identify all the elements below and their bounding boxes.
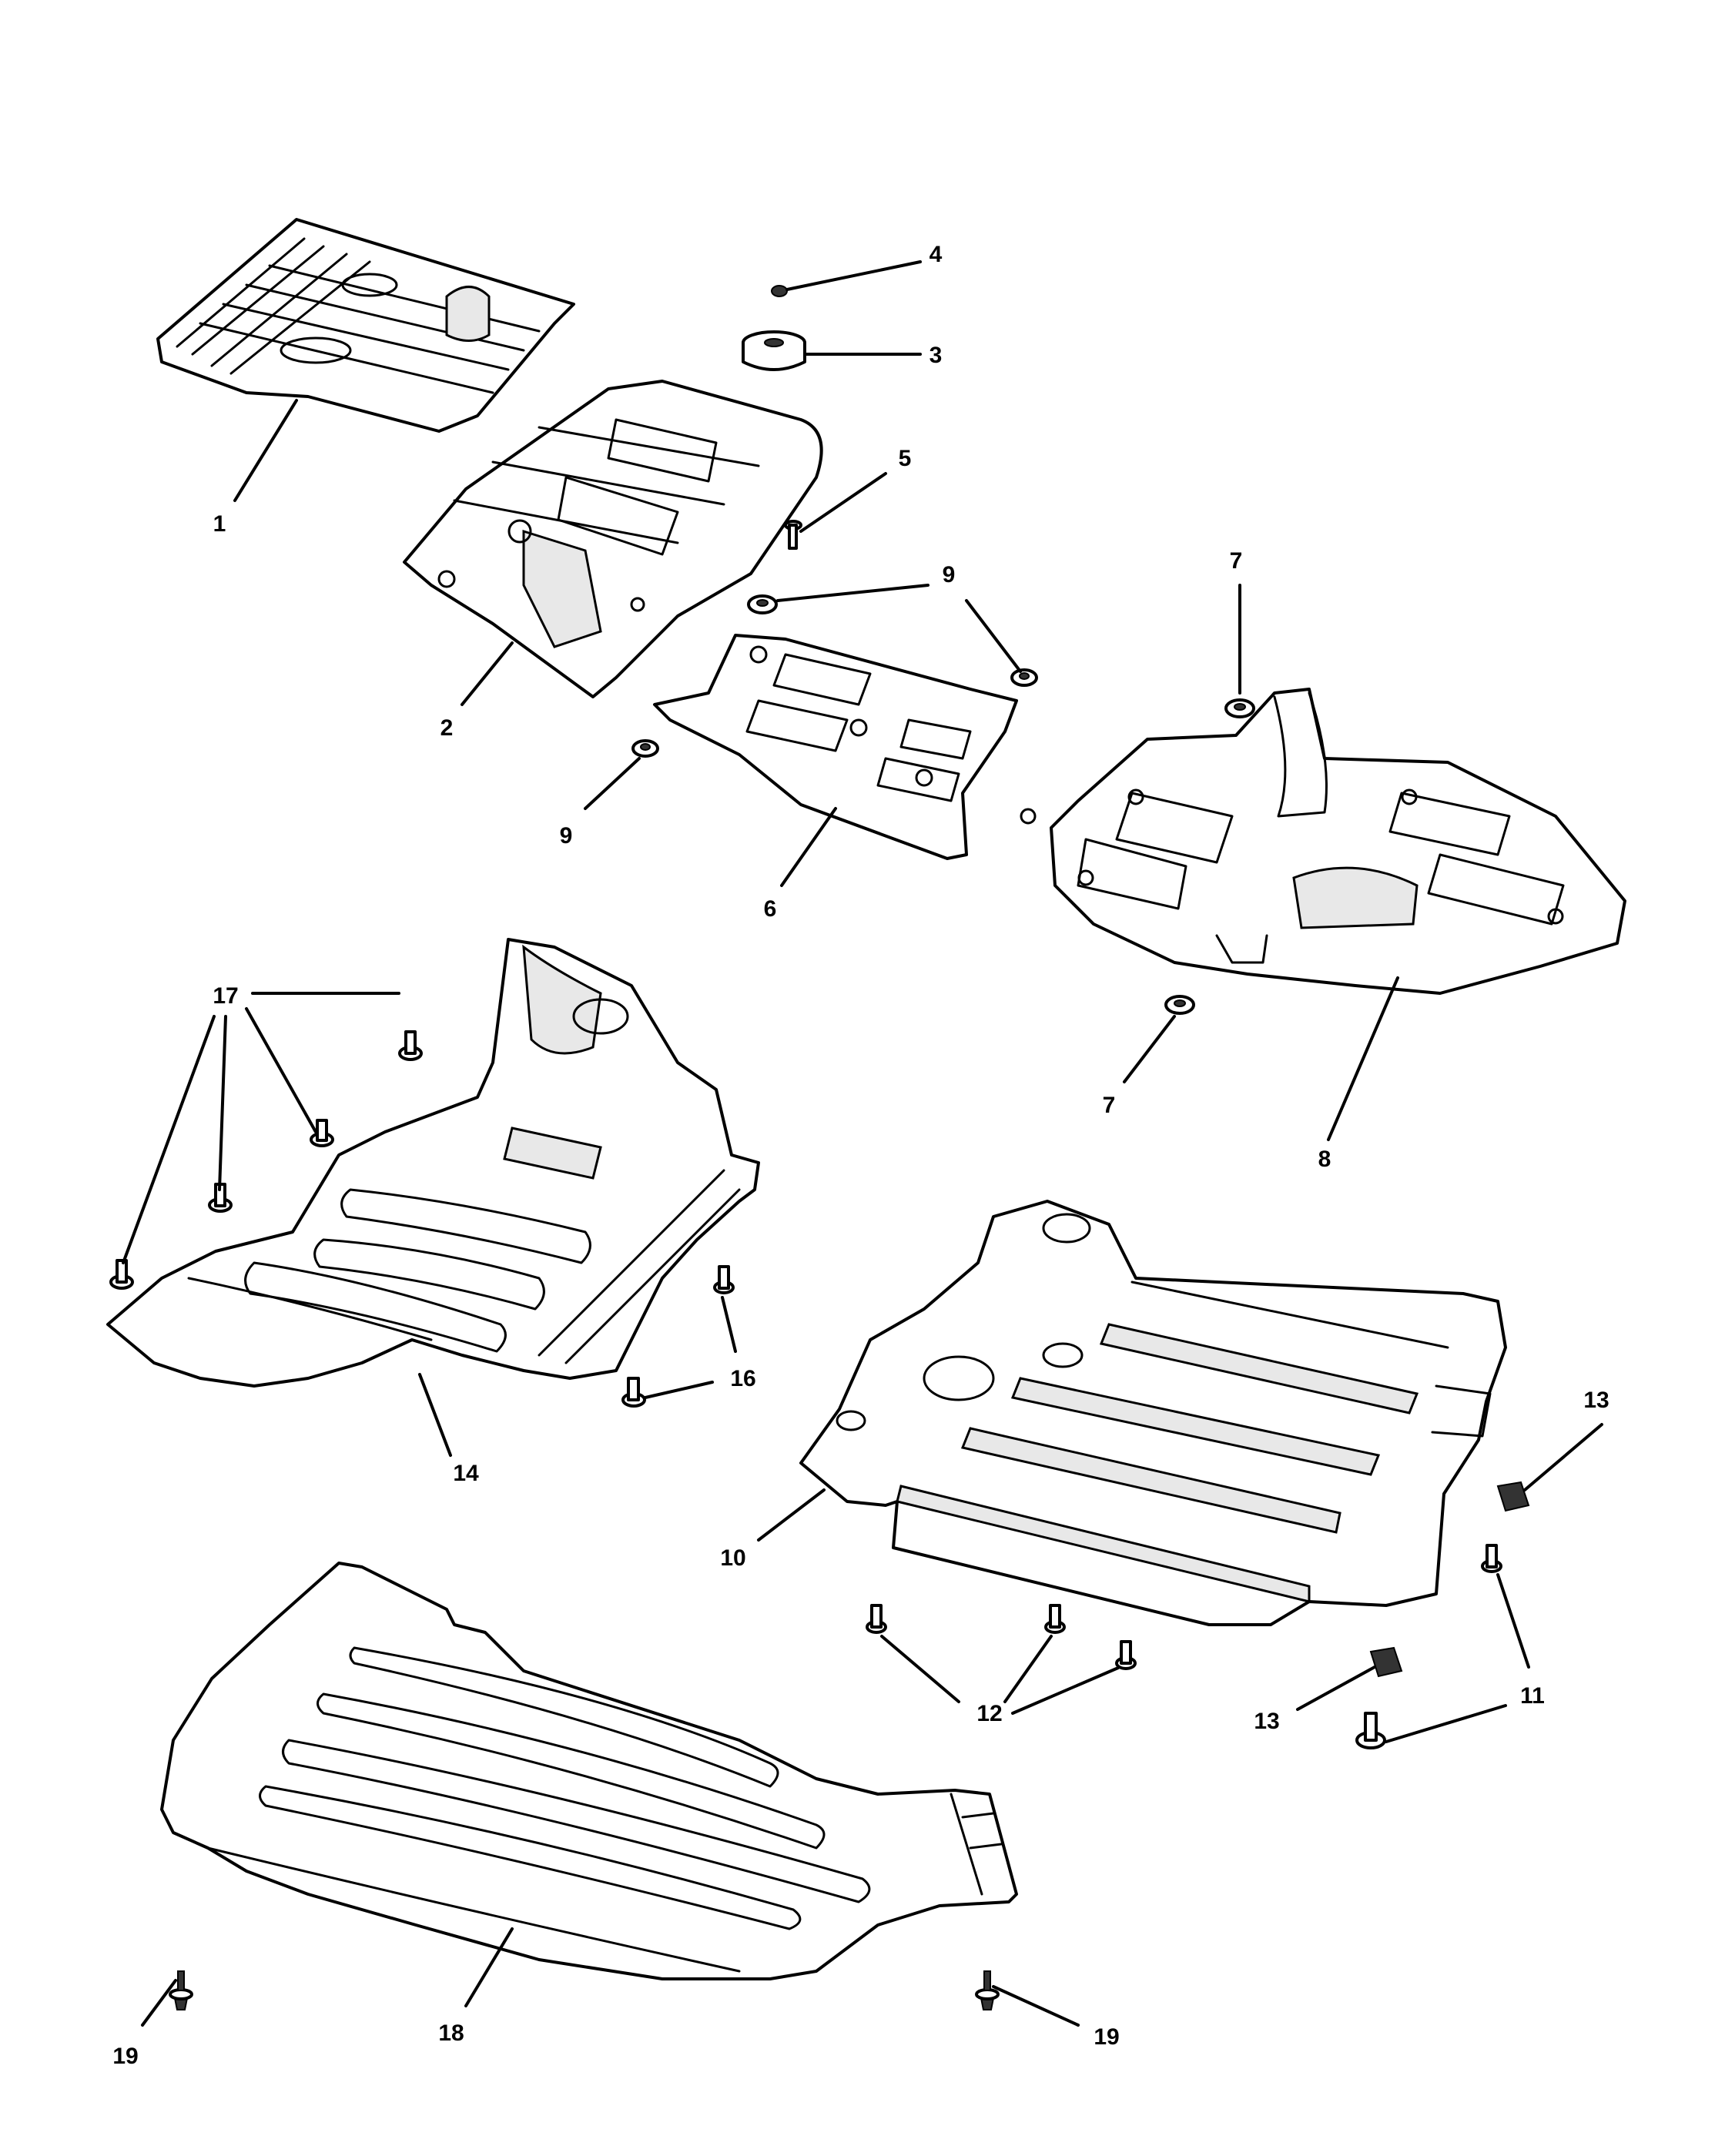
callout-4: 4 [929, 242, 943, 267]
part-5-bolt [784, 520, 802, 550]
part-4-nut [771, 285, 788, 297]
part-9-nut-c [631, 739, 659, 758]
callout-9-top: 9 [943, 562, 956, 588]
part-17-bolt-d [109, 1259, 134, 1290]
leader-lines [122, 260, 1603, 2027]
part-14-skid-plate [106, 938, 760, 1388]
callout-6: 6 [764, 896, 777, 922]
callout-2: 2 [440, 715, 454, 741]
part-19-pin-a [169, 1970, 193, 2010]
callout-8: 8 [1318, 1147, 1331, 1172]
part-1-skid-plate [156, 218, 575, 433]
callout-19-right: 19 [1094, 2024, 1119, 2050]
part-12-bolt-b [1044, 1604, 1066, 1634]
callout-9-left: 9 [560, 823, 573, 849]
part-12-bolt-c [1115, 1640, 1137, 1670]
callout-13-bottom: 13 [1254, 1709, 1279, 1734]
part-7-nut-bottom [1164, 995, 1195, 1015]
part-3-bushing [742, 330, 806, 371]
callout-14: 14 [453, 1461, 479, 1486]
part-18-skid-plate [160, 1562, 1018, 1980]
callout-10: 10 [720, 1545, 745, 1571]
part-16-bolt-a [713, 1265, 735, 1294]
part-7-nut-top [1224, 698, 1255, 718]
callout-5: 5 [899, 446, 912, 471]
part-17-bolt-b [310, 1119, 334, 1147]
callout-labels: 1 2 3 4 5 6 7 7 8 9 9 10 11 12 13 13 14 … [112, 242, 1609, 2069]
callout-16: 16 [730, 1366, 755, 1391]
part-8-skid-plate [1020, 688, 1626, 995]
part-17-bolt-a [398, 1030, 423, 1061]
callout-7-top: 7 [1230, 548, 1243, 574]
part-11-bolt-b [1355, 1712, 1386, 1749]
part-13-clip-a [1496, 1481, 1530, 1512]
part-12-bolt-a [866, 1604, 887, 1634]
part-2-skid-plate [403, 380, 823, 698]
callout-17: 17 [213, 983, 238, 1009]
callout-7-bottom: 7 [1103, 1093, 1116, 1118]
callout-19-left: 19 [112, 2044, 138, 2069]
callout-12: 12 [976, 1701, 1002, 1726]
part-11-bolt-a [1481, 1544, 1502, 1573]
part-16-bolt-b [621, 1377, 646, 1408]
part-13-clip-b [1369, 1646, 1403, 1678]
part-19-pin-b [975, 1970, 1000, 2010]
part-9-nut-b [1010, 668, 1038, 687]
callout-13-top: 13 [1583, 1388, 1609, 1413]
part-9-nut-a [747, 594, 778, 614]
part-6-skid-plate [653, 634, 1018, 860]
callout-3: 3 [929, 343, 943, 368]
callout-18: 18 [438, 2020, 464, 2046]
callout-1: 1 [213, 511, 226, 537]
callout-11: 11 [1520, 1683, 1545, 1709]
part-10-skid-plate [799, 1200, 1507, 1626]
